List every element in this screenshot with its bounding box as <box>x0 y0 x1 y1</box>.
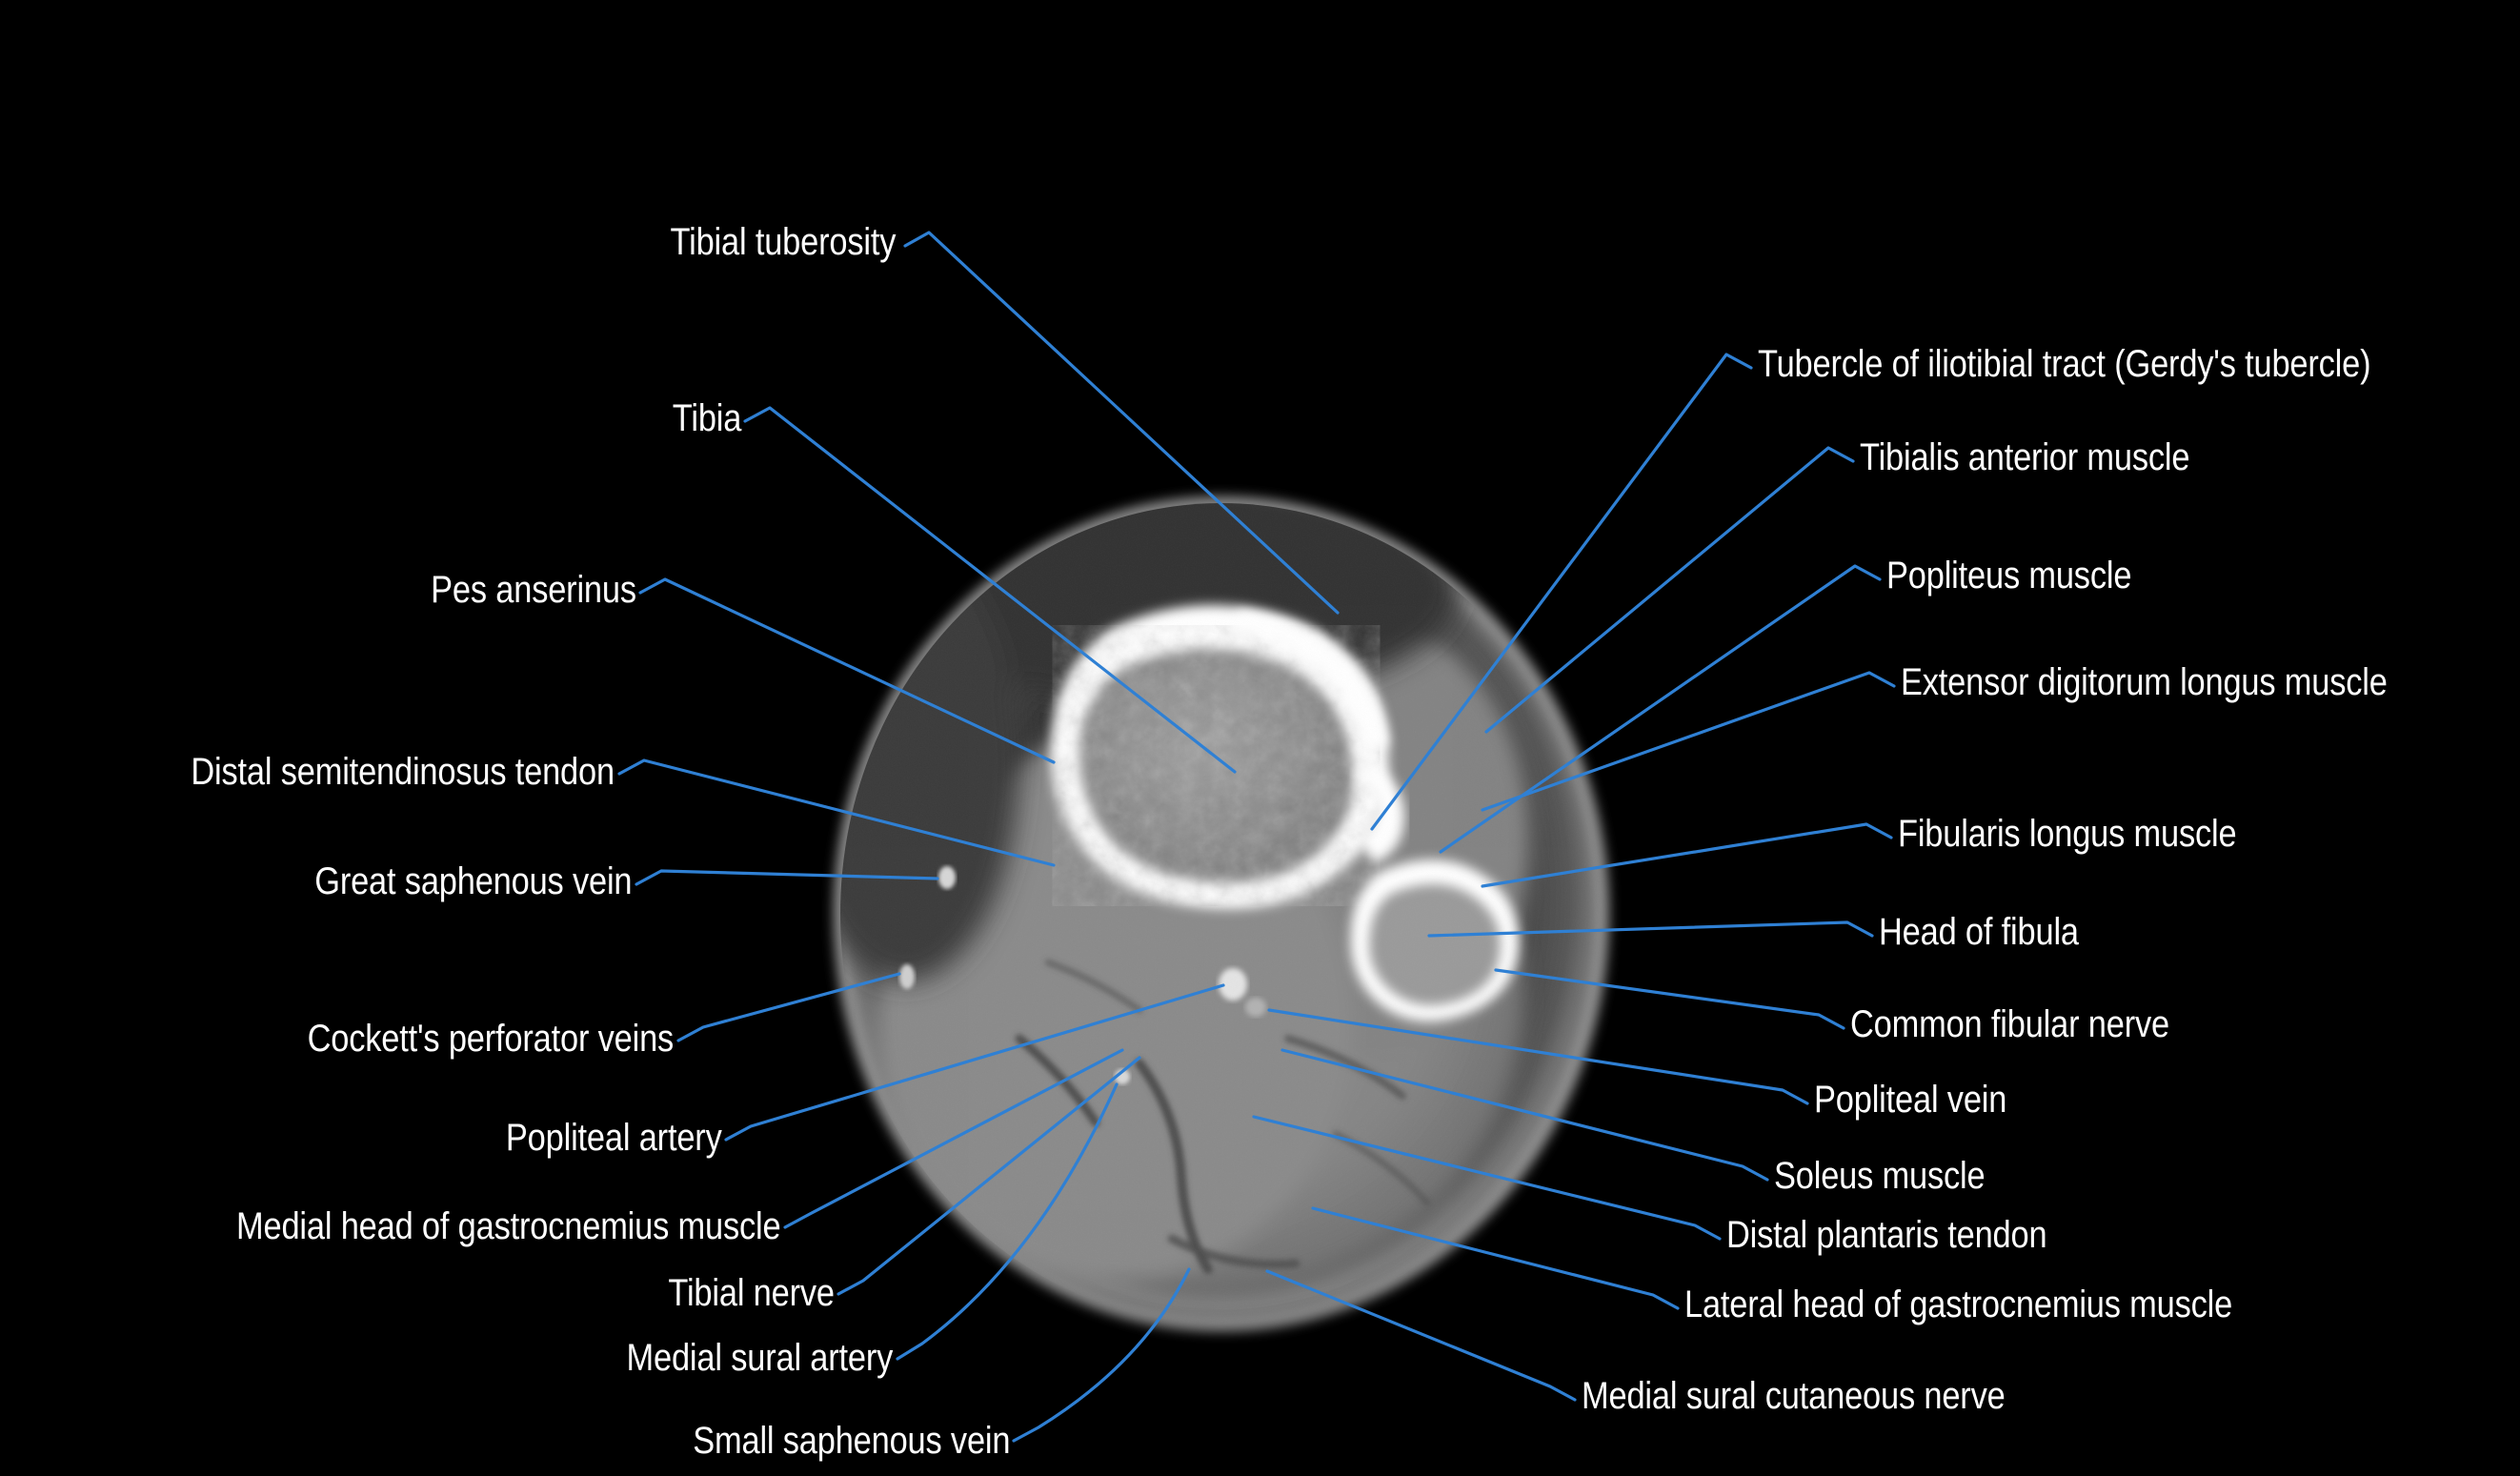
label-tibial-tuberosity[interactable]: Tibial tuberosity <box>670 221 896 263</box>
label-popliteal-artery[interactable]: Popliteal artery <box>506 1117 722 1159</box>
label-distal-semitendinosus-tendon[interactable]: Distal semitendinosus tendon <box>191 751 615 793</box>
label-tibial-nerve[interactable]: Tibial nerve <box>668 1272 836 1314</box>
label-lateral-head-gastrocnemius[interactable]: Lateral head of gastrocnemius muscle <box>1684 1284 2233 1325</box>
label-popliteus-muscle[interactable]: Popliteus muscle <box>1886 555 2132 596</box>
label-distal-plantaris-tendon[interactable]: Distal plantaris tendon <box>1726 1214 2047 1256</box>
label-soleus-muscle[interactable]: Soleus muscle <box>1774 1155 1986 1197</box>
label-medial-sural-cutaneous-nerve[interactable]: Medial sural cutaneous nerve <box>1582 1375 2006 1417</box>
label-pes-anserinus[interactable]: Pes anserinus <box>431 569 636 611</box>
label-small-saphenous-vein[interactable]: Small saphenous vein <box>692 1420 1010 1462</box>
label-great-saphenous-vein[interactable]: Great saphenous vein <box>313 860 632 902</box>
label-gerdys-tubercle[interactable]: Tubercle of iliotibial tract (Gerdy's tu… <box>1758 343 2371 385</box>
label-head-of-fibula[interactable]: Head of fibula <box>1879 911 2079 953</box>
label-popliteal-vein[interactable]: Popliteal vein <box>1814 1079 2007 1121</box>
label-medial-head-gastrocnemius[interactable]: Medial head of gastrocnemius muscle <box>235 1205 781 1247</box>
label-tibialis-anterior-muscle[interactable]: Tibialis anterior muscle <box>1860 436 2190 478</box>
label-medial-sural-artery[interactable]: Medial sural artery <box>626 1337 893 1379</box>
label-cocketts-perforator-veins[interactable]: Cockett's perforator veins <box>307 1018 675 1060</box>
label-common-fibular-nerve[interactable]: Common fibular nerve <box>1850 1003 2169 1045</box>
label-extensor-digitorum-longus[interactable]: Extensor digitorum longus muscle <box>1901 661 2388 703</box>
label-fibularis-longus-muscle[interactable]: Fibularis longus muscle <box>1898 813 2237 855</box>
label-tibia[interactable]: Tibia <box>672 397 742 439</box>
